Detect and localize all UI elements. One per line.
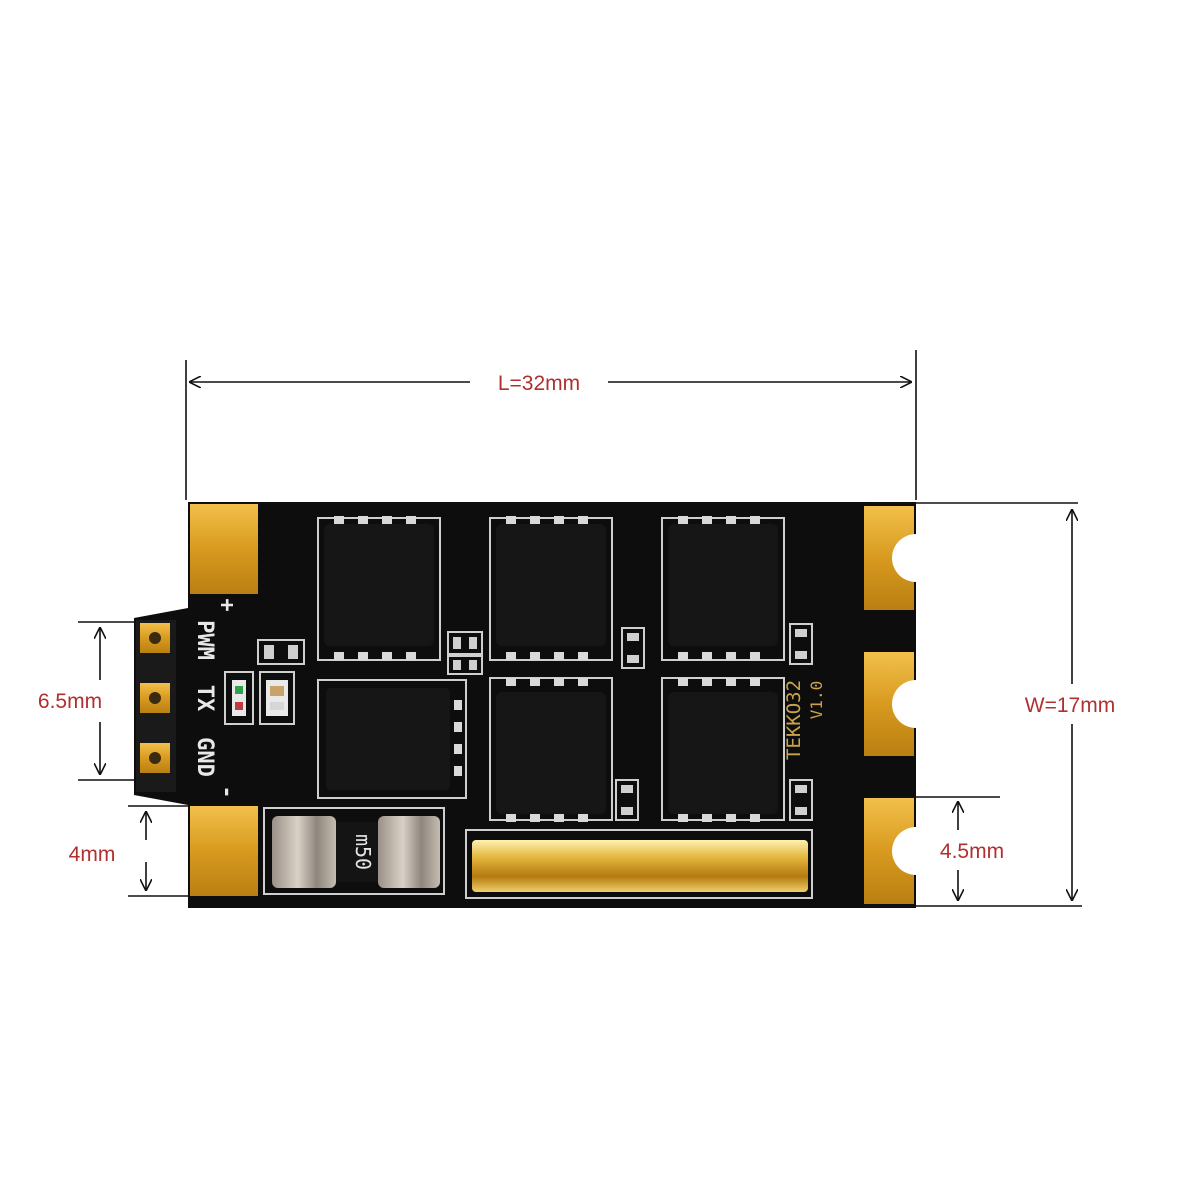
pcb-board: + PWM TX GND - bbox=[134, 502, 940, 908]
status-led-red bbox=[259, 671, 295, 725]
mosfet-top-3 bbox=[661, 516, 785, 661]
signal-pad-tx bbox=[140, 683, 170, 713]
pin-label-minus: - bbox=[214, 785, 239, 798]
smd-resistor-led bbox=[257, 639, 305, 665]
motor-pad-1 bbox=[864, 506, 940, 610]
left-pad-label: 4mm bbox=[69, 843, 116, 866]
length-dimension-label: L=32mm bbox=[498, 372, 580, 395]
smd-cap-3 bbox=[621, 627, 645, 669]
pin-label-plus: + bbox=[214, 598, 239, 611]
motor-pad-2 bbox=[864, 652, 940, 756]
motor-pad-3 bbox=[864, 798, 940, 904]
pad-spacing-label: 6.5mm bbox=[38, 690, 102, 713]
mosfet-bottom-1 bbox=[489, 677, 613, 822]
board-model-label: TEKKO32 bbox=[783, 680, 805, 760]
mosfet-top-2 bbox=[489, 516, 613, 661]
smd-cap-4 bbox=[789, 623, 813, 665]
smd-cap-6 bbox=[789, 779, 813, 821]
smd-cap-5 bbox=[615, 779, 639, 821]
power-pad-top-left bbox=[190, 504, 258, 594]
power-pad-bottom-left bbox=[190, 806, 258, 896]
shunt-resistor bbox=[263, 807, 445, 895]
mcu-chip bbox=[317, 679, 467, 799]
signal-pad-pwm bbox=[140, 623, 170, 653]
signal-pad-gnd bbox=[140, 743, 170, 773]
pin-label-pwm: PWM bbox=[192, 620, 217, 660]
board-version-label: V1.0 bbox=[807, 681, 826, 720]
width-dimension-label: W=17mm bbox=[1025, 694, 1115, 717]
status-led-green bbox=[224, 671, 254, 725]
gold-capacitor-bar bbox=[465, 829, 813, 899]
shunt-marking: m50 bbox=[351, 834, 375, 870]
pin-label-tx: TX bbox=[192, 685, 217, 712]
smd-cap-2 bbox=[447, 655, 483, 675]
smd-cap-1 bbox=[447, 631, 483, 655]
right-pad-label: 4.5mm bbox=[940, 840, 1004, 863]
mosfet-bottom-2 bbox=[661, 677, 785, 822]
mosfet-top-1 bbox=[317, 516, 441, 661]
pin-label-gnd: GND bbox=[192, 737, 217, 777]
